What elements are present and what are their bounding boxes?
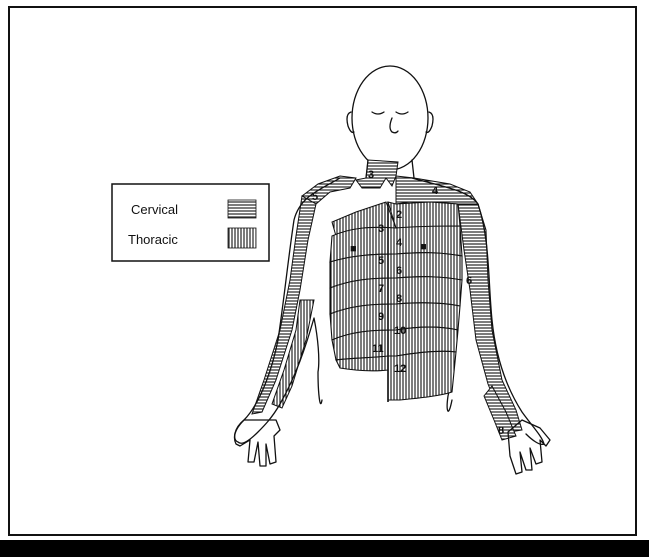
label-c4: 4 [432,185,439,197]
head-outline [352,66,428,170]
nipple-left-marker: ■ [350,243,357,255]
label-t7: 7 [378,283,384,295]
label-c3: 3 [368,169,374,181]
legend-box [112,184,269,261]
nose [390,118,398,133]
label-t6: 6 [396,265,402,277]
right-eye [396,112,408,114]
label-c5: 5 [312,191,318,203]
legend-label-thoracic: Thoracic [128,232,178,247]
label-t5: 5 [378,255,384,267]
label-t2: 2 [396,209,402,221]
label-t4: 4 [396,237,403,249]
legend-swatch-cervical [228,200,256,218]
label-t11: 11 [372,343,384,355]
t12-band [388,351,456,400]
label-t3: 3 [378,223,384,235]
legend-label-cervical: Cervical [131,202,178,217]
head [347,66,433,170]
label-t12: 12 [394,363,406,375]
legend: Cervical Thoracic [112,184,269,261]
label-c8: 8 [498,425,504,437]
legend-swatch-thoracic [228,228,256,248]
nipple-right-marker: ■ [420,241,427,253]
label-t10: 10 [394,325,406,337]
c3-region [356,160,398,188]
c5-left-region [302,176,356,204]
left-eye [372,112,384,114]
label-c6: 6 [466,275,472,287]
label-t8: 8 [396,293,402,305]
label-t9: 9 [378,311,384,323]
